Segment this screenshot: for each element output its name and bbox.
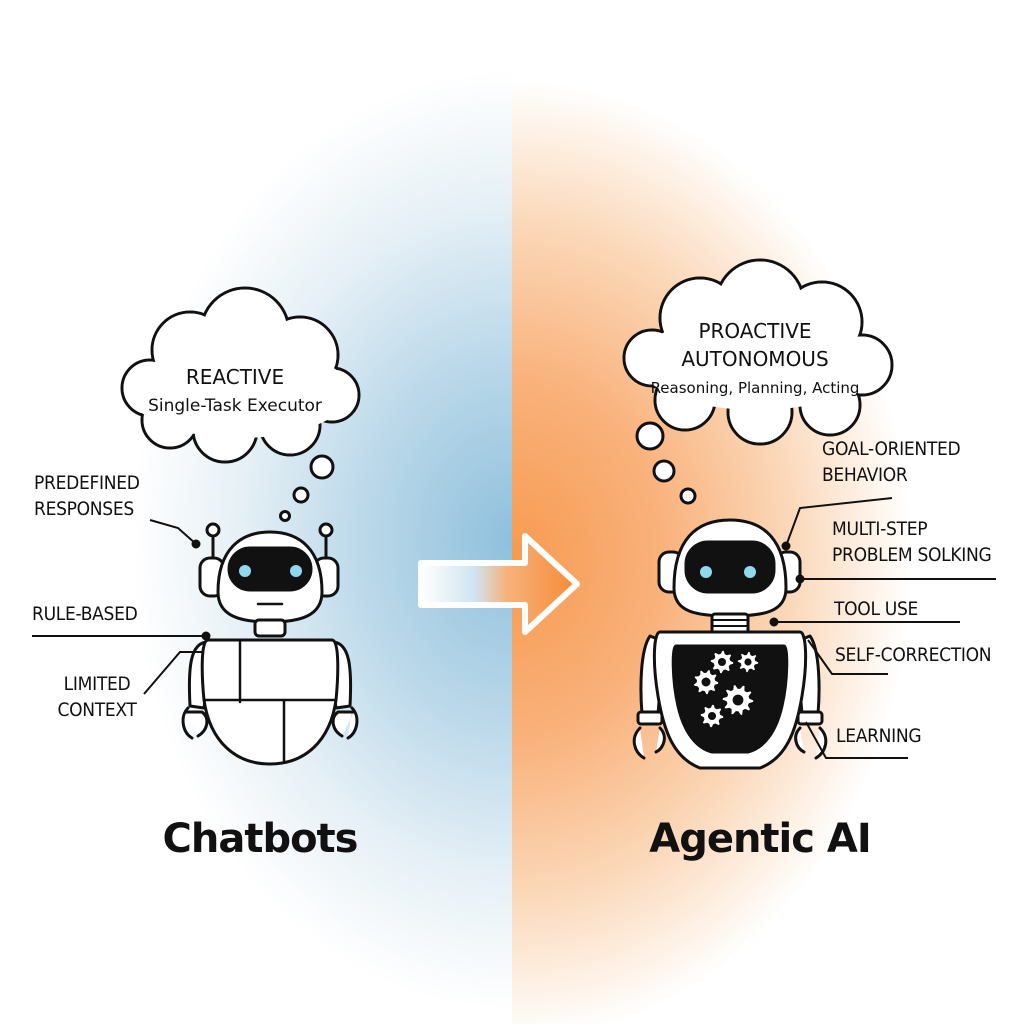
right-bubble-line2: AUTONOMOUS (681, 347, 829, 371)
label-learning: LEARNING (836, 725, 922, 747)
gear-icon (709, 649, 735, 675)
arrow-right-icon (418, 533, 580, 635)
label-self-correction: SELF-CORRECTION (835, 644, 992, 666)
chatbots-title: Chatbots (162, 816, 359, 862)
thought-bubble-icon (120, 286, 361, 522)
agentic-background (512, 0, 1024, 1024)
right-bubble-subtitle: Reasoning, Planning, Acting (650, 379, 860, 397)
callout-lines-right (769, 497, 996, 759)
gear-icon (736, 650, 760, 674)
robot-icon (181, 522, 359, 766)
left-bubble-subtitle: Single-Task Executor (148, 396, 322, 416)
label-rule-based: RULE-BASED (32, 603, 138, 625)
label-tool-use: TOOL USE (834, 598, 919, 620)
callout-lines-left (32, 519, 211, 695)
label-goal-oriented: GOAL-ORIENTED BEHAVIOR (822, 438, 961, 486)
gear-icon (692, 649, 760, 729)
robot-icon (632, 518, 828, 770)
label-limited-context: LIMITED CONTEXT (57, 673, 137, 721)
gear-icon (721, 683, 755, 717)
label-multi-step: MULTI-STEP PROBLEM SOLKING (832, 518, 992, 566)
thought-bubble-icon (622, 258, 894, 505)
right-bubble-line1: PROACTIVE (698, 319, 812, 343)
label-predefined-responses: PREDEFINED RESPONSES (34, 472, 140, 520)
chatbots-background (0, 0, 512, 1024)
gear-icon (692, 668, 720, 696)
gear-icon (699, 703, 725, 729)
left-bubble-title: REACTIVE (185, 365, 285, 389)
agentic-ai-title: Agentic AI (649, 816, 872, 862)
